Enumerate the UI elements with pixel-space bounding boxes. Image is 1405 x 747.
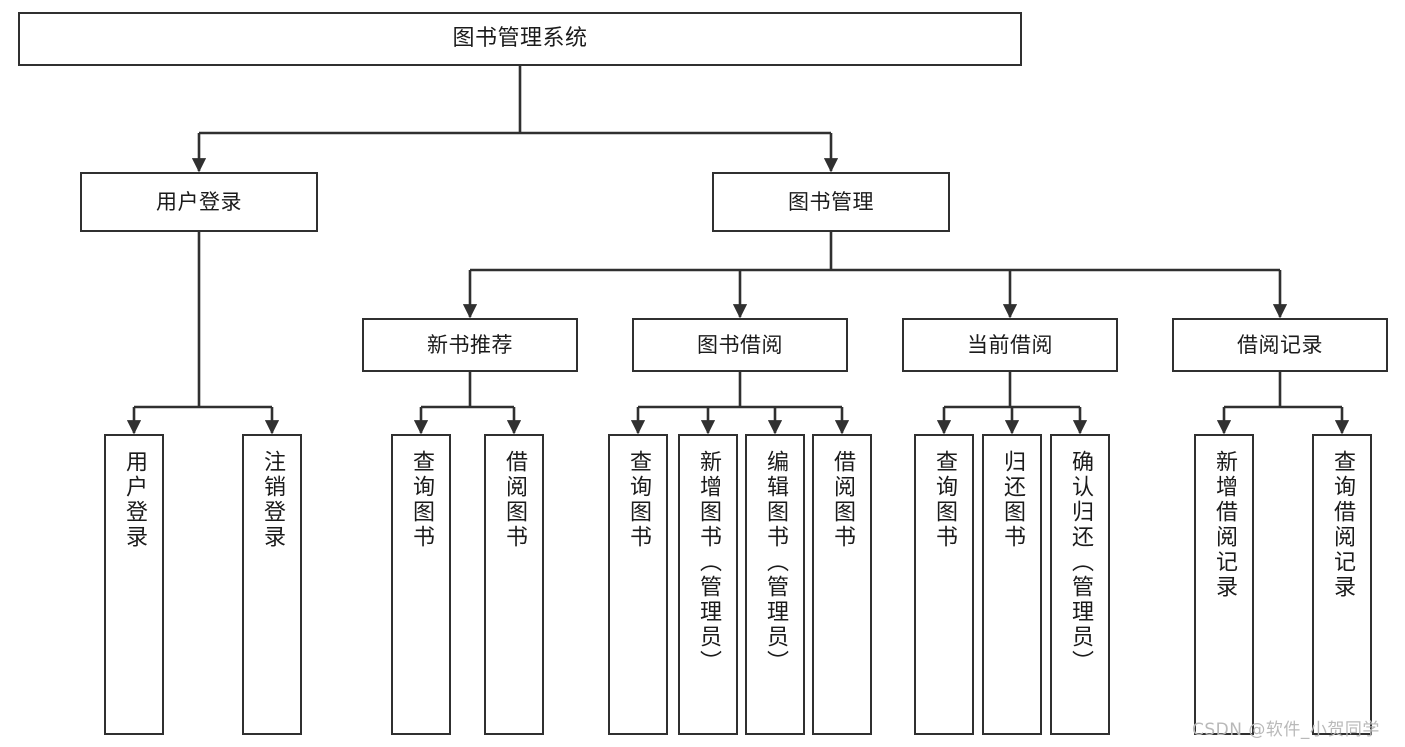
node-label: 注销登录 [260, 450, 285, 550]
node-label: 图书管理系统 [452, 26, 588, 52]
node-label: 用户登录 [156, 189, 242, 214]
leaf-borrow-query-book[interactable]: 查询图书 [608, 434, 668, 735]
node-label: 借阅记录 [1237, 332, 1323, 357]
node-label: 新增借阅记录 [1212, 450, 1237, 600]
node-borrow-record[interactable]: 借阅记录 [1172, 318, 1388, 372]
node-label: 确认归还（管理员） [1068, 450, 1093, 675]
leaf-borrow-add-book-admin[interactable]: 新增图书（管理员） [678, 434, 738, 735]
node-label: 编辑图书（管理员） [763, 450, 788, 675]
node-label: 借阅图书 [830, 450, 855, 550]
node-label: 当前借阅 [967, 332, 1053, 357]
leaf-user-login[interactable]: 用户登录 [104, 434, 164, 735]
leaf-borrow-edit-book-admin[interactable]: 编辑图书（管理员） [745, 434, 805, 735]
leaf-current-query-book[interactable]: 查询图书 [914, 434, 974, 735]
node-user-login-module[interactable]: 用户登录 [80, 172, 318, 232]
node-label: 查询图书 [409, 450, 434, 550]
node-book-borrow[interactable]: 图书借阅 [632, 318, 848, 372]
node-label: 归还图书 [1000, 450, 1025, 550]
leaf-record-query[interactable]: 查询借阅记录 [1312, 434, 1372, 735]
csdn-watermark: CSDN @软件_小贺同学 [1192, 720, 1380, 740]
leaf-current-confirm-return-admin[interactable]: 确认归还（管理员） [1050, 434, 1110, 735]
node-current-borrow[interactable]: 当前借阅 [902, 318, 1118, 372]
leaf-record-add[interactable]: 新增借阅记录 [1194, 434, 1254, 735]
node-label: 查询借阅记录 [1330, 450, 1355, 600]
node-label: 借阅图书 [502, 450, 527, 550]
leaf-user-logout[interactable]: 注销登录 [242, 434, 302, 735]
node-label: 新书推荐 [427, 332, 513, 357]
leaf-borrow-lend-book[interactable]: 借阅图书 [812, 434, 872, 735]
leaf-new-query-book[interactable]: 查询图书 [391, 434, 451, 735]
node-label: 图书借阅 [697, 332, 783, 357]
node-label: 用户登录 [122, 450, 147, 550]
leaf-new-borrow-book[interactable]: 借阅图书 [484, 434, 544, 735]
node-label: 查询图书 [626, 450, 651, 550]
node-book-management-module[interactable]: 图书管理 [712, 172, 950, 232]
node-label: 新增图书（管理员） [696, 450, 721, 675]
node-root-system[interactable]: 图书管理系统 [18, 12, 1022, 66]
node-label: 查询图书 [932, 450, 957, 550]
node-label: 图书管理 [788, 189, 874, 214]
leaf-current-return-book[interactable]: 归还图书 [982, 434, 1042, 735]
node-new-book-recommend[interactable]: 新书推荐 [362, 318, 578, 372]
